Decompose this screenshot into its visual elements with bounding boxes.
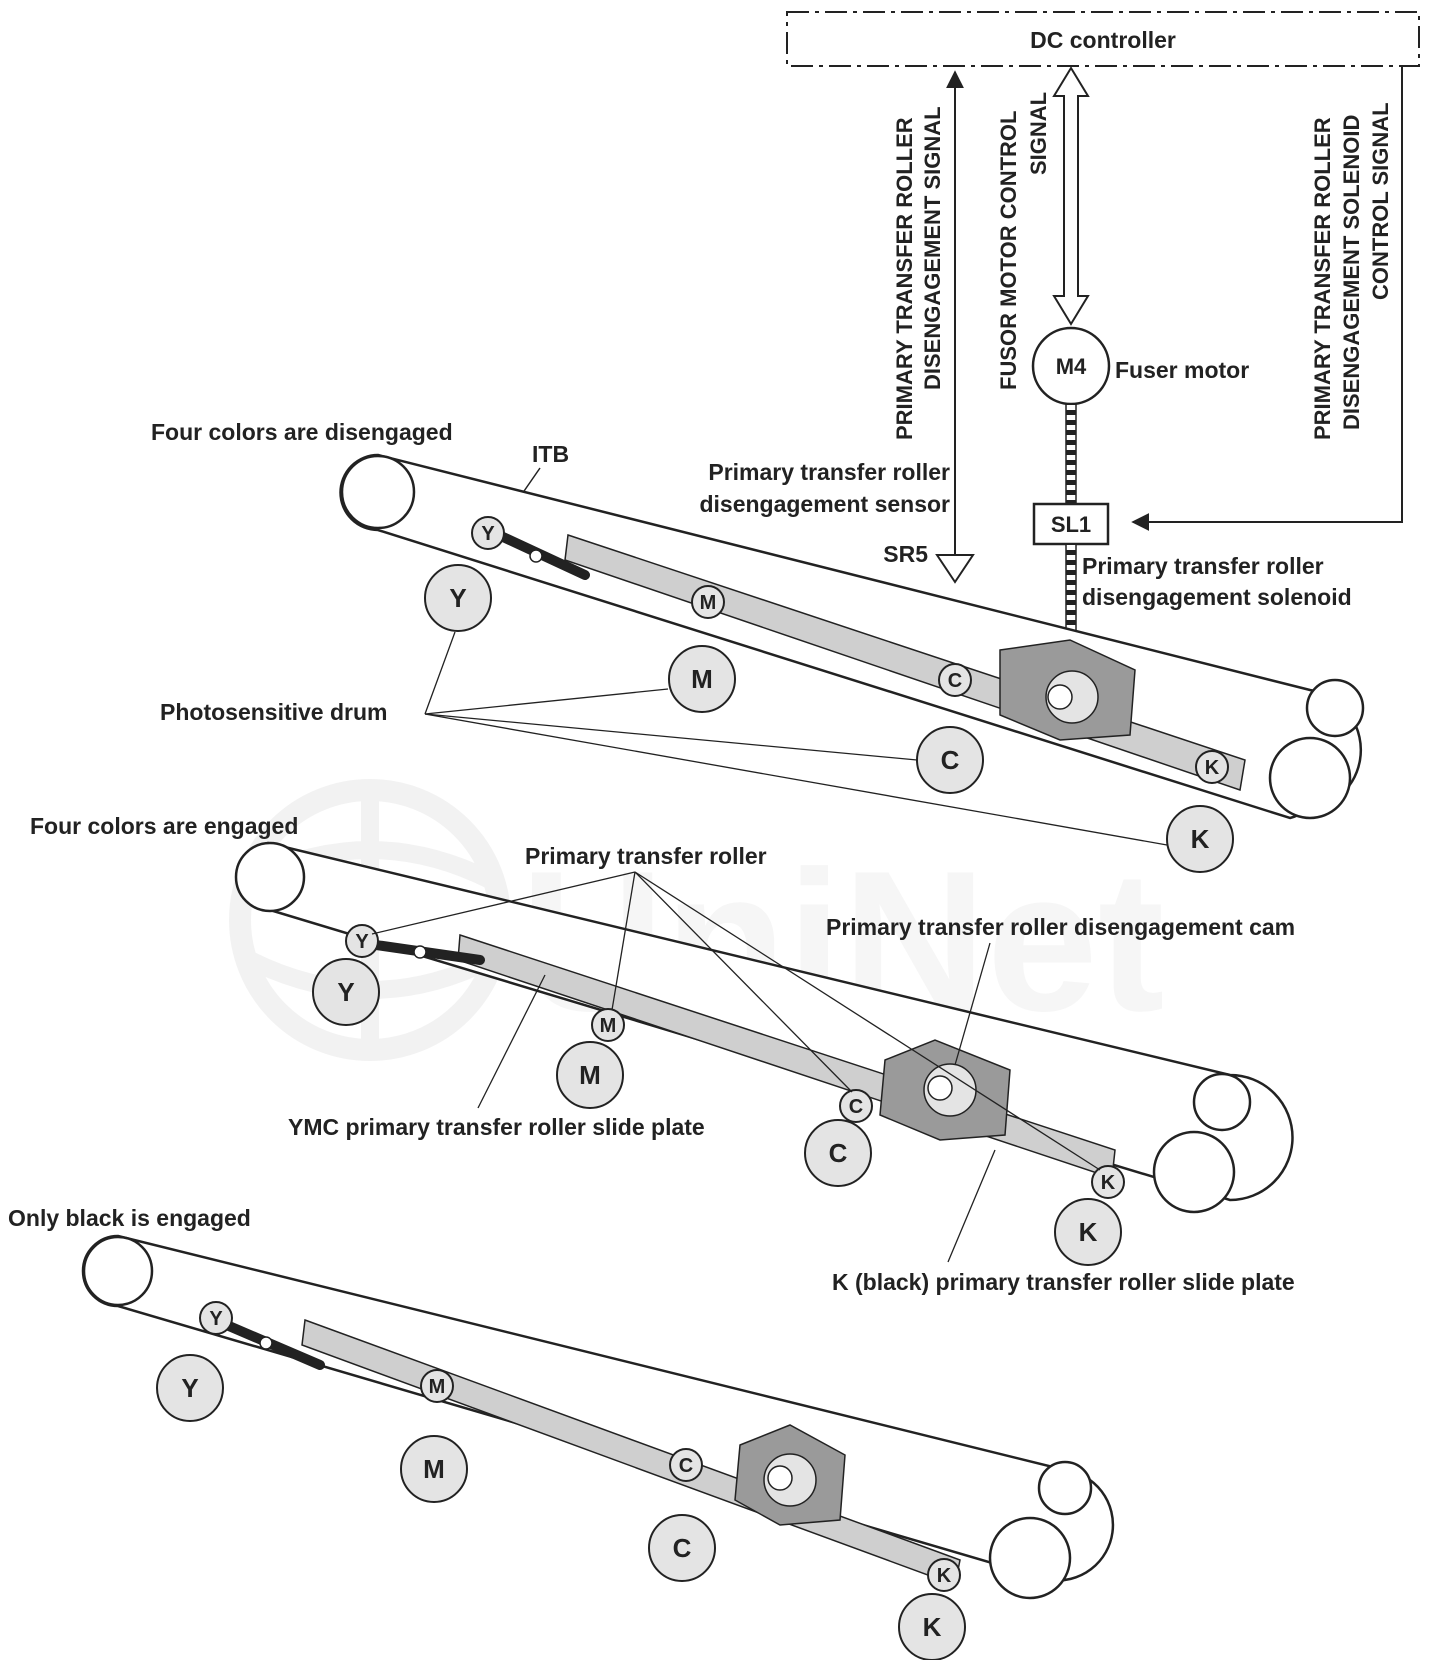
roller-k-1: K — [1205, 757, 1220, 779]
panel-engaged: Four colors are engaged Y M C K Y M C K — [30, 813, 1295, 1295]
state-engaged-label: Four colors are engaged — [30, 813, 298, 839]
drum-c-1: C — [941, 745, 960, 775]
solenoid-id: SL1 — [1051, 512, 1091, 537]
roller-m-1: M — [700, 592, 717, 614]
roller-k-2: K — [1101, 1172, 1116, 1194]
disengagement-signal-line1: PRIMARY TRANSFER ROLLER — [892, 117, 917, 440]
state-black-only-label: Only black is engaged — [8, 1205, 251, 1231]
fuser-motor: M4 Fuser motor — [1031, 326, 1249, 505]
solenoid-label-line2: disengagement solenoid — [1082, 584, 1352, 610]
drum-m-3: M — [423, 1454, 445, 1484]
mechanism-2 — [357, 933, 1116, 1180]
drum-y-1: Y — [449, 583, 466, 613]
drum-k-1: K — [1191, 824, 1210, 854]
itb-label: ITB — [532, 441, 569, 467]
drum-y-2: Y — [337, 977, 354, 1007]
dc-controller-box: DC controller — [786, 11, 1420, 67]
drums-1: Y M C K — [424, 564, 1234, 873]
itb-belt-2 — [234, 841, 1294, 1214]
sensor-id: SR5 — [883, 541, 928, 567]
drum-c-3: C — [673, 1533, 692, 1563]
primary-rollers-1: Y M C K — [471, 516, 1229, 784]
k-slide-label: K (black) primary transfer roller slide … — [832, 1269, 1295, 1295]
roller-m-3: M — [429, 1376, 446, 1398]
primary-roller-label: Primary transfer roller — [525, 843, 767, 869]
solenoid-signal-line2: DISENGAGEMENT SOLENOID — [1339, 115, 1364, 430]
motor-id: M4 — [1056, 354, 1087, 379]
dc-controller-label: DC controller — [1030, 27, 1176, 53]
signal-labels: PRIMARY TRANSFER ROLLER DISENGAGEMENT SI… — [892, 92, 1393, 440]
drum-m-2: M — [579, 1060, 601, 1090]
motor-control-arrow — [1052, 66, 1090, 326]
ymc-slide-label: YMC primary transfer roller slide plate — [288, 1114, 705, 1140]
roller-y-2: Y — [355, 931, 369, 953]
roller-c-1: C — [948, 670, 962, 692]
fusor-signal-line1: FUSOR MOTOR CONTROL — [996, 111, 1021, 390]
drum-m-1: M — [691, 664, 713, 694]
solenoid-signal-line3: CONTROL SIGNAL — [1368, 102, 1393, 300]
roller-k-3: K — [937, 1565, 952, 1587]
disengagement-signal-line2: DISENGAGEMENT SIGNAL — [920, 106, 945, 390]
itb-belt-3 — [81, 1234, 1115, 1600]
k-slide-leader — [947, 1149, 996, 1263]
panel-disengaged: Four colors are disengaged ITB Y M C K — [151, 419, 1365, 873]
solenoid-label-line1: Primary transfer roller — [1082, 553, 1324, 579]
drum-k-3: K — [923, 1612, 942, 1642]
sensor-arrow — [935, 554, 975, 584]
fusor-signal-line2: SIGNAL — [1026, 92, 1051, 175]
cam-label: Primary transfer roller disengagement ca… — [826, 914, 1295, 940]
drums-3: Y M C K — [156, 1354, 966, 1660]
photosensitive-drum-leaders — [424, 631, 1168, 846]
state-disengaged-label: Four colors are disengaged — [151, 419, 453, 445]
sensor-label-line2: disengagement sensor — [699, 491, 950, 517]
drum-k-2: K — [1079, 1217, 1098, 1247]
solenoid-sl1: SL1 Primary transfer roller disengagemen… — [1032, 502, 1352, 645]
roller-m-2: M — [600, 1015, 617, 1037]
drum-y-3: Y — [181, 1373, 198, 1403]
photosensitive-drum-label: Photosensitive drum — [160, 699, 387, 725]
mechanism-3 — [210, 1315, 961, 1587]
motor-label: Fuser motor — [1115, 357, 1249, 383]
drum-c-2: C — [829, 1138, 848, 1168]
sensor-label-line1: Primary transfer roller — [708, 459, 950, 485]
ymc-slide-leader — [477, 974, 546, 1109]
primary-rollers-2: Y M C K — [345, 924, 1125, 1199]
primary-roller-leaders — [371, 871, 1101, 1171]
sensor-labels: Primary transfer roller disengagement se… — [699, 459, 950, 567]
signal-lines — [946, 66, 1403, 555]
cam-leader — [954, 942, 991, 1066]
primary-rollers-3: Y M C K — [199, 1301, 961, 1592]
roller-c-3: C — [679, 1455, 693, 1477]
panel-black-only: Only black is engaged Y M C K Y M C K — [8, 1205, 1115, 1660]
solenoid-signal-line1: PRIMARY TRANSFER ROLLER — [1310, 117, 1335, 440]
roller-y-3: Y — [209, 1308, 223, 1330]
drums-2: Y M C K — [312, 958, 1122, 1266]
roller-y-1: Y — [481, 523, 495, 545]
roller-c-2: C — [849, 1096, 863, 1118]
